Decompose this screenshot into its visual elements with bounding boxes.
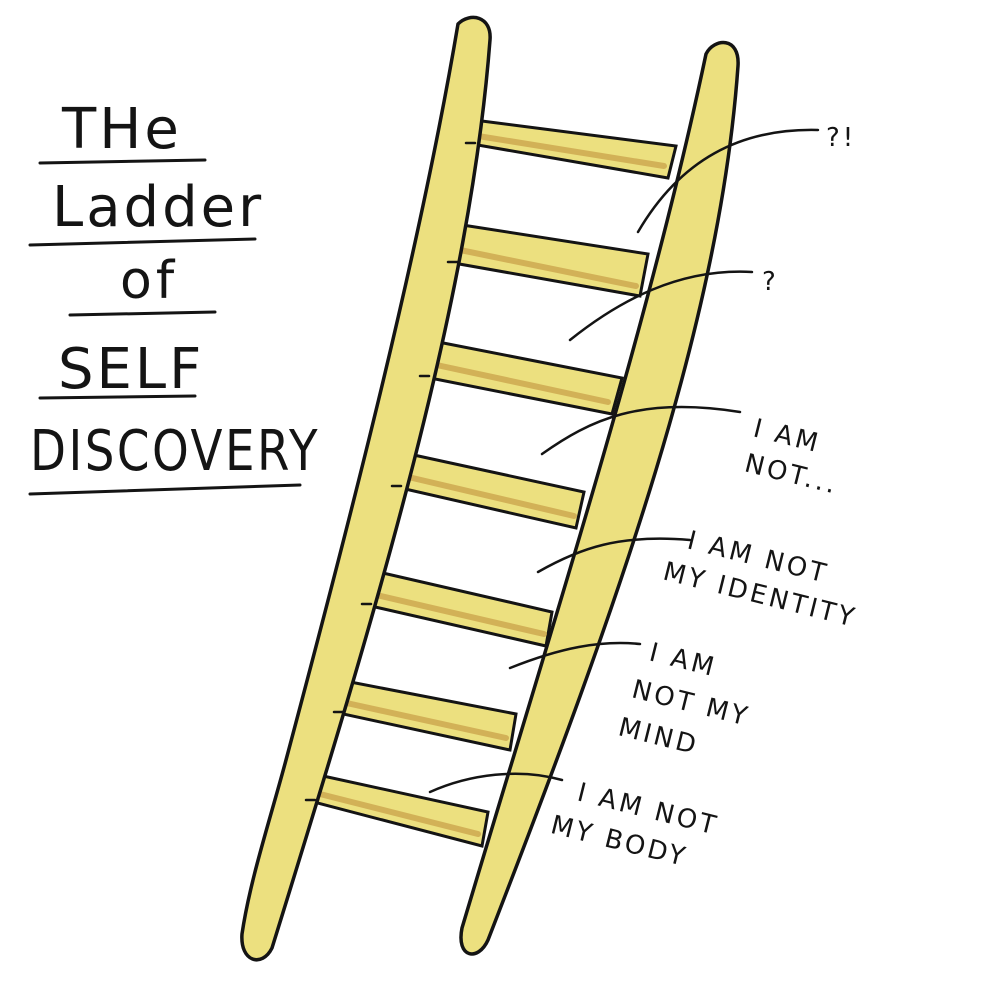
pointer-line-1: [636, 128, 820, 234]
rail-ticks: [304, 141, 477, 802]
title-word-of: of: [120, 251, 178, 311]
pointer-line-2: [568, 270, 754, 342]
label-rung-second: ?: [762, 267, 779, 297]
label-i-am-not-my-mind: I AM NOT MY MIND: [615, 638, 753, 762]
title-word-ladder: Ladder: [52, 175, 264, 240]
ladder-rung-4: [390, 450, 586, 530]
title-word-the: THe: [61, 97, 182, 162]
title-underline-3: [68, 310, 217, 317]
label-i-am-not-my-identity: I AM NOT MY IDENTITY: [660, 526, 860, 634]
ladder-rung-5: [360, 568, 554, 648]
ladder-rung-6: [332, 678, 518, 752]
title-underline-4: [38, 394, 197, 400]
title-underline-2: [28, 237, 257, 247]
label-i-am-not: I AM NOT...: [742, 414, 842, 501]
pointer-line-4: [536, 537, 692, 574]
pointer-line-5: [508, 641, 642, 670]
title-word-self: SELF: [58, 337, 204, 402]
title-underline-5: [28, 483, 302, 496]
ladder-rung-7: [304, 772, 490, 848]
label-text: MIND: [615, 712, 701, 761]
title-block: THe Ladder of SELF DISCOVERY: [28, 97, 320, 496]
ladder-rung-1: [464, 118, 678, 180]
ladder-left-rail: [240, 15, 492, 962]
label-pointers: [428, 128, 820, 794]
title-word-discovery: DISCOVERY: [30, 419, 320, 484]
pointer-line-6: [428, 772, 564, 794]
ladder-rungs: [304, 118, 678, 848]
label-text: NOT...: [742, 449, 842, 501]
label-rung-top: ?!: [826, 123, 856, 153]
pointer-line-3: [540, 405, 742, 456]
label-i-am-not-my-body: I AM NOT MY BODY: [548, 778, 722, 873]
ladder-rung-2: [446, 222, 650, 298]
label-text: I AM: [646, 638, 719, 684]
ladder-rung-3: [418, 338, 624, 416]
title-underline-1: [38, 158, 207, 165]
label-text: ?: [762, 267, 779, 297]
label-text: ?!: [826, 123, 856, 153]
